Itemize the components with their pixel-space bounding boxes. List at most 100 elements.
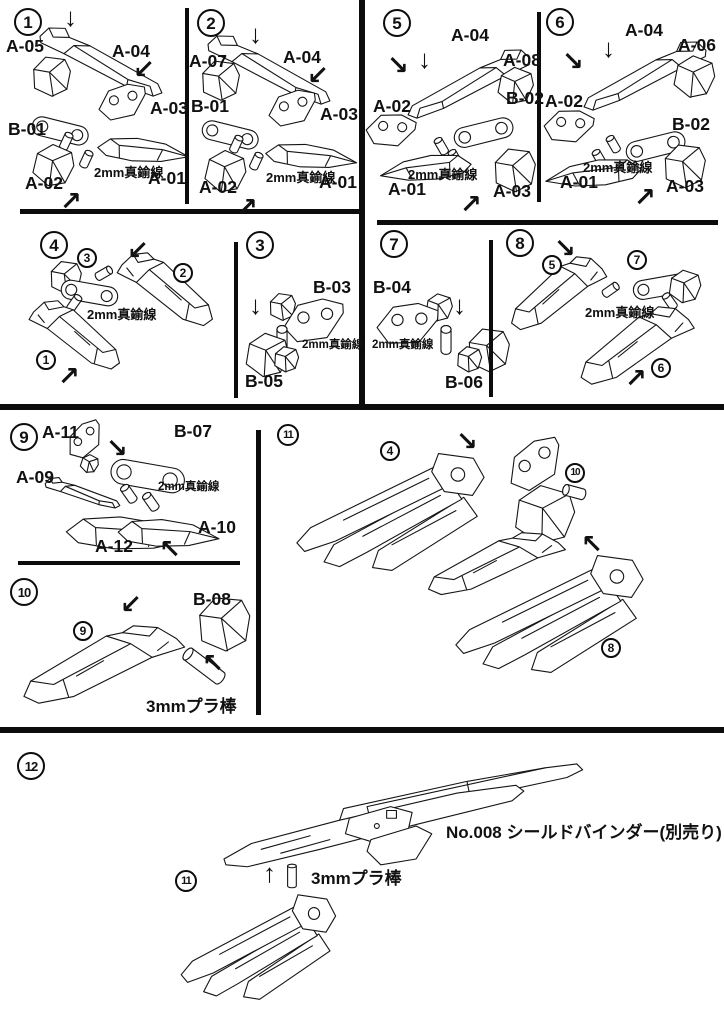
part-label: A-03 [493,181,531,201]
brass-wire-note: 2mm真鍮線 [87,307,157,322]
divider [234,242,238,398]
brass-wire-note: 2mm真鍮線 [158,481,220,493]
brass-wire-note: 2mm真鍮線 [408,167,478,182]
part-label: B-01 [191,96,229,116]
divider [359,0,365,408]
brass-wire-note: 2mm真鍮線 [583,160,653,175]
part-label: A-03 [150,98,188,118]
ref-number: 3 [77,248,97,268]
brass-wire-note: 2mm真鍮線 [266,170,336,185]
shield-binder-caption: No.008 シールドバインダー(別売り) [446,823,722,842]
arrow-down-left-icon: ↙ [127,235,149,265]
arrow-up-right-icon: ↗ [60,186,82,216]
arrow-down-right-icon: ↘ [554,233,576,263]
part-label: A-02 [373,96,411,116]
arrow-up-right-icon: ↗ [634,182,656,212]
part-label: B-06 [445,372,483,392]
part-label: A-03 [320,104,358,124]
plastic-rod-note: 3mmプラ棒 [146,697,237,716]
brass-wire-note: 2mm真鍮線 [302,339,364,351]
ref-number: 11 [175,870,197,892]
step-number: 11 [277,424,299,446]
part-label: A-01 [388,179,426,199]
arrow-down-right-icon: ↘ [456,426,478,456]
ref-number: 7 [627,250,647,270]
step-number: 10 [10,578,38,606]
part-label: B-01 [8,119,46,139]
part-label: A-12 [95,536,133,556]
divider [537,12,541,202]
step-number: 12 [17,752,45,780]
ref-number: 1 [36,350,56,370]
arrow-up-left-icon: ↖ [581,529,603,559]
ref-number: 5 [542,255,562,275]
part-label: A-03 [666,176,704,196]
step-8-drawing [511,256,703,385]
step-number: 7 [380,230,408,258]
arrow-down-icon: ↓ [249,290,262,320]
arrow-down-left-icon: ↙ [307,60,329,90]
part-label: A-05 [6,36,44,56]
step-number: 9 [10,423,38,451]
arrow-up-right-icon: ↗ [460,189,482,219]
part-label: B-05 [245,371,283,391]
divider [0,727,724,733]
arrow-down-right-icon: ↘ [562,46,584,76]
arrow-up-left-icon: ↖ [159,534,181,564]
part-label: B-07 [174,421,212,441]
brass-wire-note: 2mm真鍮線 [585,305,655,320]
divider [18,561,240,565]
brass-wire-note: 2mm真鍮線 [372,339,434,351]
ref-number: 8 [601,638,621,658]
arrow-up-right-icon: ↗ [625,363,647,393]
part-label: A-01 [560,172,598,192]
part-label: B-02 [672,114,710,134]
arrow-up-left-icon: ↖ [202,648,224,678]
step-number: 8 [506,229,534,257]
divider [0,404,724,410]
part-label: A-07 [189,51,227,71]
part-label: A-01 [148,168,186,188]
part-label: B-04 [373,277,411,297]
plastic-rod-note: 3mmプラ棒 [311,869,402,888]
ref-number: 9 [73,621,93,641]
divider [20,209,360,214]
part-label: A-04 [283,47,321,67]
arrow-down-icon: ↓ [418,44,431,74]
part-label: A-10 [198,517,236,537]
part-label: A-11 [42,422,79,442]
arrow-down-icon: ↓ [602,33,615,63]
ref-number: 10 [565,463,585,483]
part-label: A-02 [25,173,63,193]
arrow-up-right-icon: ↗ [58,361,80,391]
part-label: A-02 [545,91,583,111]
step-number: 6 [546,8,574,36]
arrow-down-right-icon: ↘ [387,50,409,80]
arrow-down-icon: ↓ [453,290,466,320]
part-label: B-08 [193,589,231,609]
ref-number: 2 [173,263,193,283]
part-label: A-04 [451,25,489,45]
step-number: 3 [246,231,274,259]
part-label: A-04 [625,20,663,40]
part-label: A-01 [319,172,357,192]
divider [256,430,261,715]
arrow-down-icon: ↓ [249,19,262,49]
part-label: B-03 [313,277,351,297]
step-number: 4 [40,231,68,259]
arrow-up-right-icon: ↗ [236,192,258,222]
step-number: 5 [383,9,411,37]
part-label: A-08 [503,50,541,70]
arrow-down-right-icon: ↘ [106,433,128,463]
part-label: A-09 [16,467,54,487]
ref-number: 6 [651,358,671,378]
part-label: B-02 [506,88,544,108]
part-label: A-04 [112,41,150,61]
ref-number: 4 [380,441,400,461]
step-number: 1 [14,8,42,36]
divider [377,220,718,225]
arrow-down-left-icon: ↙ [120,589,142,619]
arrow-down-left-icon: ↙ [133,54,155,84]
part-label: A-02 [199,177,237,197]
